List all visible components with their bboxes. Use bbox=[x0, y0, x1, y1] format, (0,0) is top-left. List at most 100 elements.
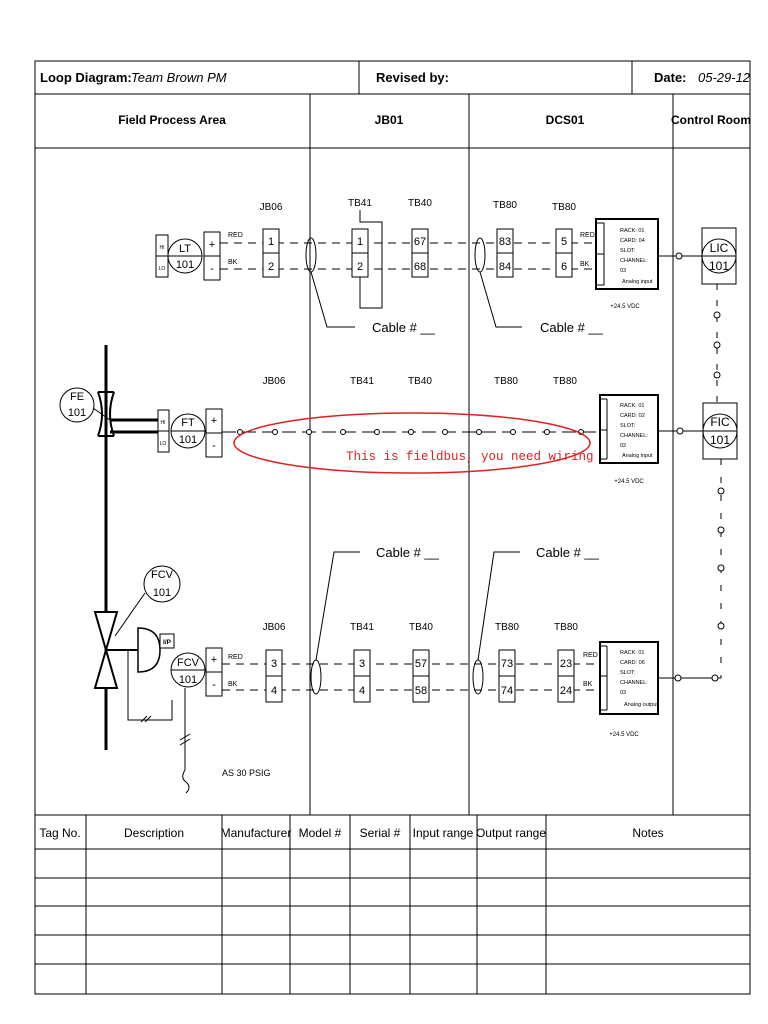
svg-text:74: 74 bbox=[501, 685, 513, 697]
svg-text:73: 73 bbox=[501, 658, 513, 670]
svg-text:LO: LO bbox=[160, 441, 167, 447]
svg-text:FT: FT bbox=[181, 417, 195, 429]
svg-text:4: 4 bbox=[359, 685, 365, 697]
col-header-notes: Notes bbox=[632, 826, 663, 840]
svg-text:Analog output: Analog output bbox=[624, 702, 658, 708]
col-header-tag-no: Tag No. bbox=[39, 826, 80, 840]
fic-101-tag: FIC bbox=[710, 415, 730, 429]
fcv-101-bubble bbox=[143, 565, 181, 603]
svg-text:BK: BK bbox=[228, 681, 238, 688]
svg-text:TB40: TB40 bbox=[409, 622, 433, 633]
svg-text:JB06: JB06 bbox=[263, 622, 286, 633]
svg-text:RED: RED bbox=[228, 654, 243, 661]
svg-text:SLOT:: SLOT: bbox=[620, 248, 636, 254]
area-field-process: Field Process Area bbox=[118, 113, 226, 127]
svg-text:SLOT:: SLOT: bbox=[620, 670, 636, 676]
area-dcs01: DCS01 bbox=[546, 113, 585, 127]
tb-tb80a-label: TB80 bbox=[493, 200, 517, 211]
svg-text:+: + bbox=[211, 415, 217, 427]
svg-text:101: 101 bbox=[709, 259, 729, 273]
svg-text:-: - bbox=[212, 679, 216, 691]
svg-text:58: 58 bbox=[415, 685, 427, 697]
col-header-input-range: Input range bbox=[413, 826, 474, 840]
svg-text:101: 101 bbox=[179, 674, 197, 686]
svg-text:101: 101 bbox=[176, 259, 194, 271]
svg-text:3: 3 bbox=[359, 658, 365, 670]
svg-text:BK: BK bbox=[228, 259, 238, 266]
svg-text:CARD: 04: CARD: 04 bbox=[620, 238, 645, 244]
revised-by-label: Revised by: bbox=[376, 70, 449, 85]
svg-text:SLOT:: SLOT: bbox=[620, 423, 636, 429]
svg-text:TB40: TB40 bbox=[408, 376, 432, 387]
cable-label-3a: Cable # __ bbox=[376, 545, 440, 560]
svg-text:FCV: FCV bbox=[177, 657, 200, 669]
svg-text:1: 1 bbox=[357, 236, 363, 248]
svg-text:BK: BK bbox=[580, 261, 590, 268]
svg-text:LT: LT bbox=[179, 243, 191, 255]
svg-text:+24.5 VDC: +24.5 VDC bbox=[609, 732, 639, 738]
col-header-description: Description bbox=[124, 826, 184, 840]
svg-text:BK: BK bbox=[583, 681, 593, 688]
svg-text:CHANNEL:: CHANNEL: bbox=[620, 258, 648, 264]
loop-3: JB06 TB41 TB40 TB80 TB80 FCV 101 I/P FCV… bbox=[93, 545, 721, 794]
svg-text:101: 101 bbox=[179, 434, 197, 446]
svg-text:4: 4 bbox=[271, 685, 277, 697]
svg-text:CARD: 06: CARD: 06 bbox=[620, 660, 645, 666]
svg-text:FE: FE bbox=[70, 391, 84, 403]
svg-text:2: 2 bbox=[268, 261, 274, 273]
sheet-frame bbox=[34, 60, 751, 995]
lic-101-tag: LIC bbox=[710, 241, 729, 255]
svg-text:Analog input: Analog input bbox=[622, 453, 653, 459]
svg-text:-: - bbox=[210, 263, 214, 275]
svg-text:84: 84 bbox=[499, 261, 511, 273]
area-control-room: Control Room bbox=[671, 113, 751, 127]
svg-text:02: 02 bbox=[620, 443, 626, 449]
svg-text:RACK: 01: RACK: 01 bbox=[620, 650, 644, 656]
col-header-model: Model # bbox=[299, 826, 342, 840]
svg-text:CARD: 02: CARD: 02 bbox=[620, 413, 645, 419]
dcs-card-2 bbox=[599, 394, 659, 464]
svg-text:03: 03 bbox=[620, 690, 626, 696]
svg-text:57: 57 bbox=[415, 658, 427, 670]
loop-2: JB06 TB41 TB40 TB80 TB80 FE 101 HI LO FT… bbox=[59, 345, 738, 750]
svg-text:HI: HI bbox=[161, 420, 166, 426]
svg-text:CHANNEL:: CHANNEL: bbox=[620, 680, 648, 686]
svg-text:2: 2 bbox=[357, 261, 363, 273]
svg-text:+24.5 VDC: +24.5 VDC bbox=[614, 479, 644, 485]
tb-tb80b-label: TB80 bbox=[552, 202, 576, 213]
svg-text:LO: LO bbox=[159, 266, 166, 272]
svg-text:+: + bbox=[209, 239, 215, 251]
svg-text:HI: HI bbox=[160, 245, 165, 251]
svg-text:TB80: TB80 bbox=[494, 376, 518, 387]
date-value: 05-29-12 bbox=[698, 70, 751, 85]
svg-text:83: 83 bbox=[499, 236, 511, 248]
col-header-serial: Serial # bbox=[360, 826, 401, 840]
loop-diagram-label: Loop Diagram: bbox=[40, 70, 132, 85]
date-label: Date: bbox=[654, 70, 687, 85]
svg-text:TB80: TB80 bbox=[553, 376, 577, 387]
svg-text:6: 6 bbox=[561, 261, 567, 273]
svg-text:+24.5 VDC: +24.5 VDC bbox=[610, 304, 640, 310]
tb-tb40-label: TB40 bbox=[408, 198, 432, 209]
svg-text:RED: RED bbox=[583, 652, 598, 659]
svg-text:TB41: TB41 bbox=[350, 622, 374, 633]
svg-text:TB41: TB41 bbox=[350, 376, 374, 387]
svg-text:RED: RED bbox=[580, 232, 595, 239]
svg-text:TB80: TB80 bbox=[495, 622, 519, 633]
ip-converter-label: I/P bbox=[163, 639, 172, 646]
cable-label-1a: Cable # __ bbox=[372, 320, 436, 335]
fe-101-bubble bbox=[59, 387, 95, 423]
tb-jb06-label: JB06 bbox=[260, 202, 283, 213]
svg-text:101: 101 bbox=[68, 407, 86, 419]
svg-text:Analog input: Analog input bbox=[622, 279, 653, 285]
svg-text:JB06: JB06 bbox=[263, 376, 286, 387]
cable-label-3b: Cable # __ bbox=[536, 545, 600, 560]
svg-text:RACK: 01: RACK: 01 bbox=[620, 403, 644, 409]
col-header-output-range: Output range bbox=[476, 826, 546, 840]
svg-text:24: 24 bbox=[560, 685, 572, 697]
svg-text:101: 101 bbox=[153, 587, 171, 599]
svg-text:-: - bbox=[212, 440, 216, 452]
svg-text:03: 03 bbox=[620, 268, 626, 274]
svg-text:1: 1 bbox=[268, 236, 274, 248]
cable-label-1b: Cable # __ bbox=[540, 320, 604, 335]
